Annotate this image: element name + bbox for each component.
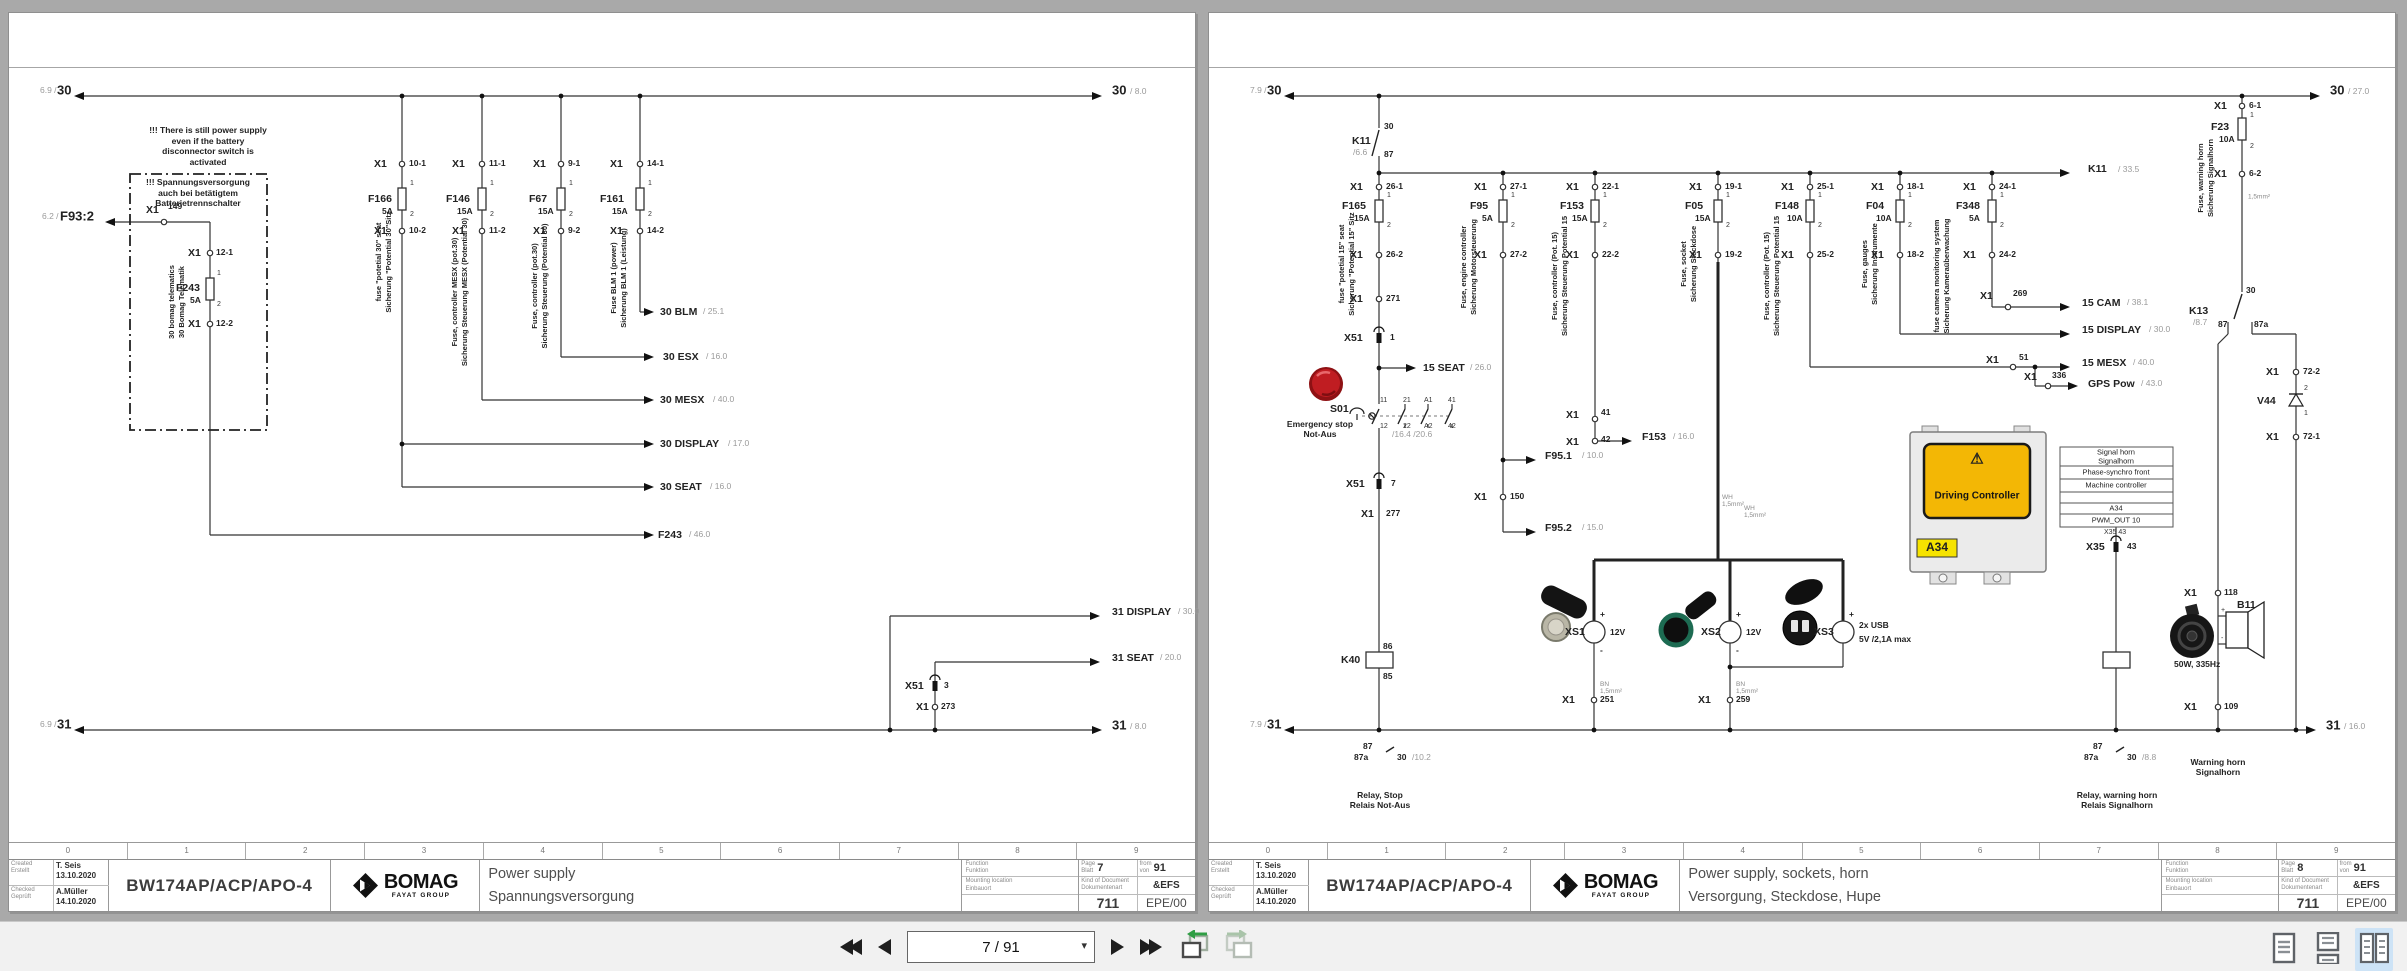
ruler-cell: 0 (9, 843, 128, 859)
brand-name: BOMAG (1583, 871, 1659, 893)
previous-view-icon (1181, 928, 1209, 958)
last-page-icon (1149, 939, 1162, 955)
sheet-title: Power supply, sockets, horn Versorgung, … (1680, 860, 2163, 911)
ruler-cell: 2 (1446, 843, 1566, 859)
next-page-button[interactable] (1109, 937, 1126, 957)
previous-page-button[interactable] (876, 937, 893, 957)
drawing-frame-line (9, 67, 1195, 68)
document-number: 711 (2296, 894, 2320, 911)
previous-view-button[interactable] (1176, 928, 1210, 965)
brand-subtitle: FAYAT GROUP (391, 892, 451, 899)
ruler-cell: 4 (484, 843, 603, 859)
single-page-view-icon (2272, 932, 2296, 964)
revision-code: EPE/00 (2345, 895, 2387, 910)
pdf-toolbar: 7 / 91 ▾ (0, 921, 2407, 971)
ruler-cell: 2 (246, 843, 366, 859)
ruler-cell: 0 (1209, 843, 1328, 859)
two-page-view-icon (2359, 932, 2390, 964)
brand-logo: BOMAG FAYAT GROUP (1531, 860, 1681, 911)
ruler-cell: 8 (959, 843, 1078, 859)
ruler-cell: 6 (1921, 843, 2040, 859)
page-indicator: 7 / 91 (982, 938, 1020, 956)
page-number: 8 (2297, 862, 2304, 875)
dropdown-caret-icon: ▾ (1081, 940, 1087, 952)
ruler-cell: 3 (1565, 843, 1684, 859)
ruler-cell: 7 (2040, 843, 2159, 859)
page-number: 7 (1097, 862, 1104, 875)
previous-page-icon (878, 939, 891, 955)
page-layout-switcher (2267, 928, 2393, 971)
revision-code: EPE/00 (1145, 895, 1187, 910)
two-page-view-button[interactable] (2355, 928, 2393, 971)
ruler-cell: 4 (1684, 843, 1803, 859)
model-designation: BW174AP/ACP/APO-4 (109, 860, 331, 911)
total-pages: 91 (1153, 862, 1166, 875)
ruler-cell: 1 (1328, 843, 1447, 859)
ruler-cell: 8 (2159, 843, 2278, 859)
ruler-cell: 5 (603, 843, 722, 859)
ruler-cell: 1 (128, 843, 247, 859)
bomag-diamond-icon (352, 873, 378, 898)
bomag-diamond-icon (1552, 873, 1578, 898)
sheet-title: Power supply Spannungsversorgung (480, 860, 963, 911)
continuous-scroll-view-icon (2316, 931, 2340, 966)
brand-subtitle: FAYAT GROUP (1591, 892, 1651, 899)
ruler-cell: 6 (721, 843, 840, 859)
page-number-input[interactable]: 7 / 91 ▾ (907, 931, 1095, 963)
ruler-cell: 9 (2333, 846, 2339, 855)
next-view-icon (1225, 928, 1253, 958)
page-navigation: 7 / 91 ▾ (840, 922, 1258, 971)
continuous-scroll-view-button[interactable] (2311, 928, 2345, 971)
ruler-cell: 9 (1133, 846, 1139, 855)
drawing-frame-line (1209, 67, 2395, 68)
last-page-button[interactable] (1140, 937, 1162, 957)
single-page-view-button[interactable] (2267, 928, 2301, 971)
ruler-cell: 5 (1803, 843, 1922, 859)
ruler-cell: 7 (840, 843, 959, 859)
next-view-button[interactable] (1224, 928, 1258, 965)
brand-logo: BOMAG FAYAT GROUP (331, 860, 481, 911)
brand-name: BOMAG (383, 871, 459, 893)
model-designation: BW174AP/ACP/APO-4 (1309, 860, 1531, 911)
document-number: 711 (1096, 894, 1120, 911)
first-page-icon (849, 939, 862, 955)
first-page-button[interactable] (840, 937, 862, 957)
next-page-icon (1111, 939, 1124, 955)
ruler-cell: 3 (365, 843, 484, 859)
total-pages: 91 (2353, 862, 2366, 875)
